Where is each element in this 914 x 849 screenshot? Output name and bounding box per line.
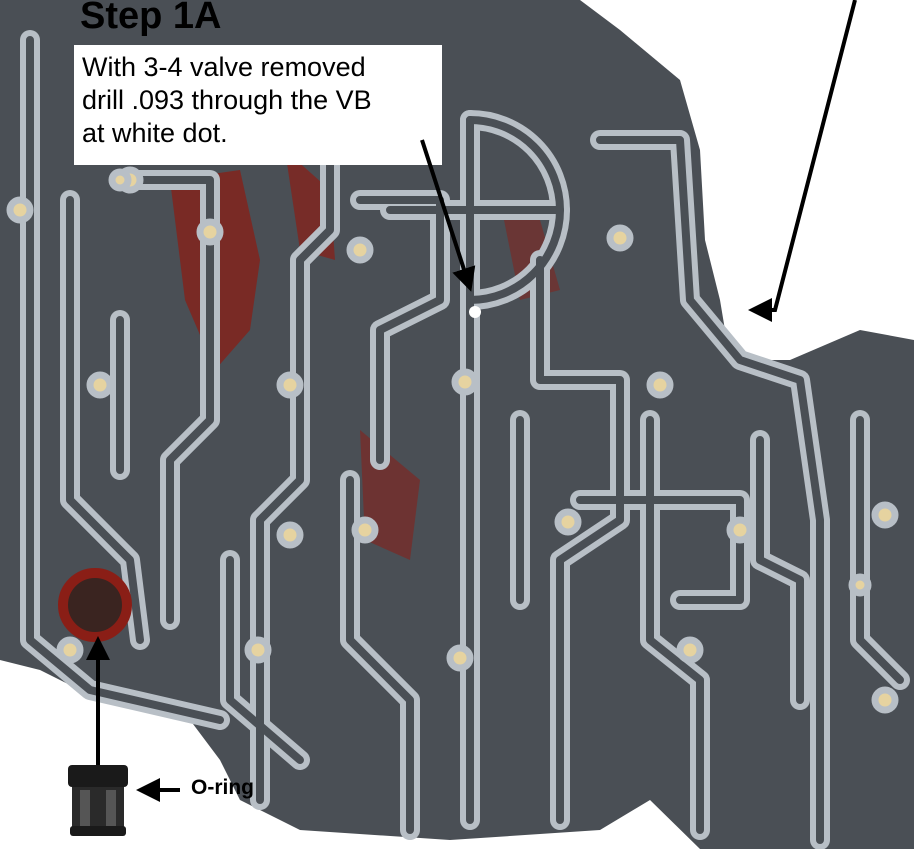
oring-label: O-ring — [191, 776, 254, 799]
bolt-holes — [6, 166, 899, 714]
instruction-line: drill .093 through the VB — [82, 85, 372, 115]
step-title: Step 1A — [80, 0, 222, 37]
instruction-line: With 3-4 valve removed — [82, 52, 366, 82]
drill-white-dot — [469, 306, 481, 318]
oring-bore — [58, 568, 132, 642]
instruction-callout: With 3-4 valve removed drill .093 throug… — [74, 45, 442, 165]
oring-part — [68, 765, 128, 836]
instruction-line: at white dot. — [82, 118, 228, 148]
